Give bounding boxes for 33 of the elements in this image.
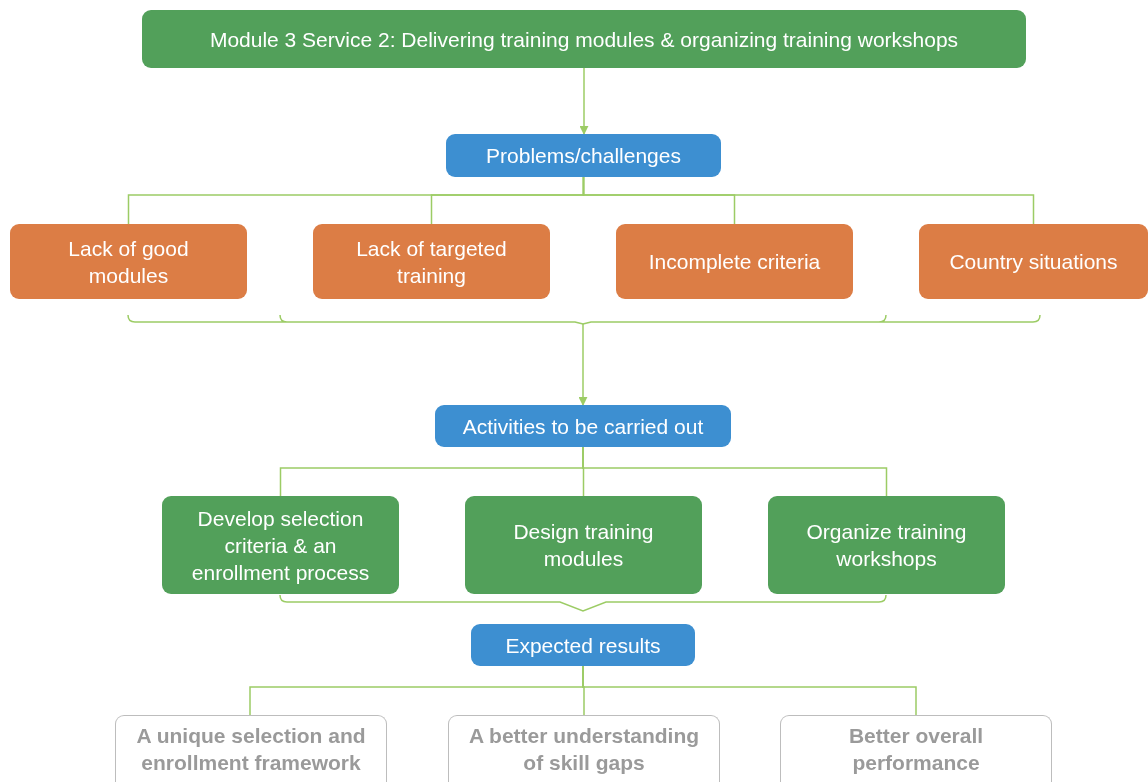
section-box [446,134,721,177]
box-label: Module 3 Service 2: Delivering training modules & organizing training workshops [209,26,959,53]
box-label: Develop selection criteria & an enrollment process [190,505,371,586]
activity-box [162,496,399,594]
problem-box [10,224,247,299]
box-label: Organize training workshops [805,519,968,572]
box-label: Design training modules [512,519,655,572]
box-label: Activities to be carried out [462,413,704,440]
activity-box [465,496,702,594]
result-box [780,715,1052,782]
box-label: Problems/challenges [486,143,681,169]
problem-box [313,224,550,299]
box-label: Expected results [505,632,661,659]
arrow [578,323,588,406]
box-label: Better overall performance [847,723,985,776]
result-box [115,715,387,782]
box-label: Incomplete criteria [648,249,821,275]
box-label: A better understanding of skill gaps [467,723,701,776]
problem-box [919,224,1148,299]
section-box [435,405,731,447]
box-label: A unique selection and enrollment framework [135,723,367,776]
section-box [471,624,695,666]
connector-line [582,446,888,497]
activity-box [768,496,1005,594]
box-label: Lack of targeted training [355,235,508,289]
connector-line [582,176,1035,225]
box-label: Country situations [949,249,1118,275]
box-label: Lack of good modules [67,235,190,289]
connector-line [582,665,917,716]
problem-box [616,224,853,299]
result-box [448,715,720,782]
arrow [579,67,589,135]
title-box [142,10,1026,68]
